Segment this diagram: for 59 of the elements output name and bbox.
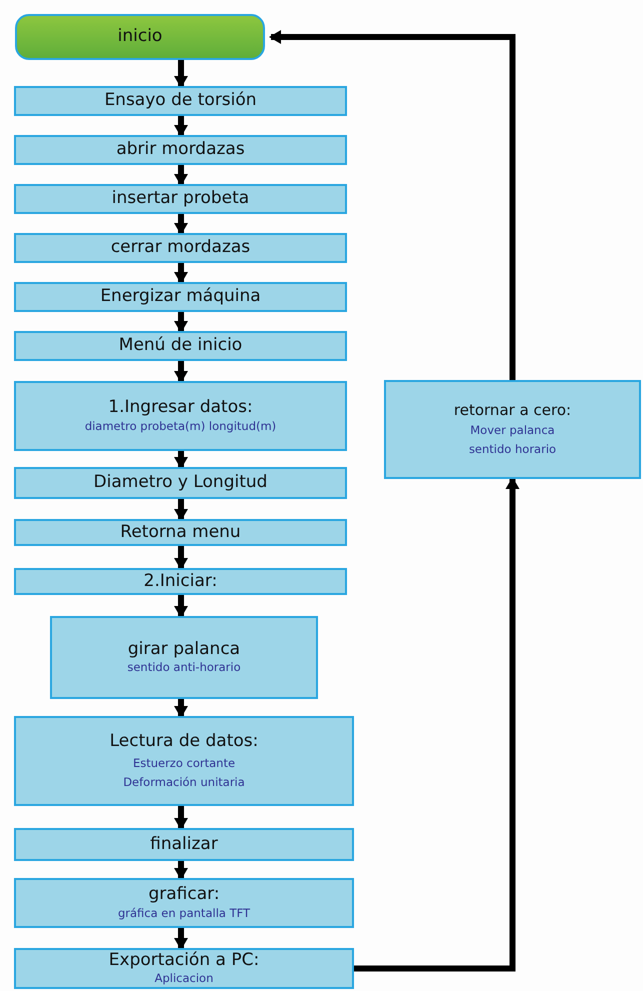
step-title: graficar: [148,885,220,905]
process-box [50,616,318,699]
arrow [354,477,520,972]
start-terminal [15,14,265,60]
arrow [174,361,188,383]
arrow [174,546,188,570]
process-box [14,381,347,451]
process-box [14,467,347,499]
arrow [174,60,188,88]
arrow [174,451,188,469]
process-box [14,135,347,165]
process-box [14,828,354,861]
arrow [174,263,188,284]
step-detail: sentido horario [468,442,556,458]
step-title: Diametro y Longitud [94,473,268,493]
step-detail: Estuerzo cortante [132,756,236,771]
step-title: finalizar [150,834,218,854]
process-box [14,568,347,595]
arrow [269,30,516,380]
process-box [14,878,354,928]
step-detail: Aplicacion [154,971,214,986]
arrow [174,499,188,521]
process-box [384,380,641,479]
process-box [14,331,347,361]
step-title: 2.Iniciar: [144,572,218,592]
step-title: 1.Ingresar datos: [108,398,253,418]
arrow [174,214,188,235]
step-detail: gráfica en pantalla TFT [118,906,250,921]
step-title: insertar probeta [112,189,250,209]
process-box [14,282,347,312]
step-detail: diametro probeta(m) longitud(m) [84,418,276,434]
step-title: Retorna menu [120,522,241,542]
step-title: inicio [118,27,162,47]
process-box [14,86,347,116]
process-box [14,233,347,263]
arrow [174,861,188,880]
step-detail: sentido anti-horario [127,660,241,676]
step-title: Ensayo de torsión [104,91,257,111]
step-title: Energizar máquina [100,287,261,307]
step-title: Exportación a PC: [108,950,260,970]
step-title: retornar a cero: [454,402,572,420]
process-box [14,948,354,989]
step-title: cerrar mordazas [110,238,250,258]
step-title: abrir mordazas [116,140,245,160]
arrow [174,312,188,333]
step-detail: Deformación unitaria [123,774,245,790]
arrow [174,116,188,137]
step-title: Lectura de datos: [110,732,258,752]
step-title: girar palanca [128,640,240,660]
step-detail: Mover palanca [470,423,555,438]
arrow [174,928,188,950]
arrow [174,595,188,618]
arrow [174,699,188,718]
process-box [14,184,347,214]
process-box [14,519,347,546]
arrow [174,806,188,830]
arrow [174,165,188,186]
process-box [14,716,354,806]
step-title: Menú de inicio [118,336,242,356]
